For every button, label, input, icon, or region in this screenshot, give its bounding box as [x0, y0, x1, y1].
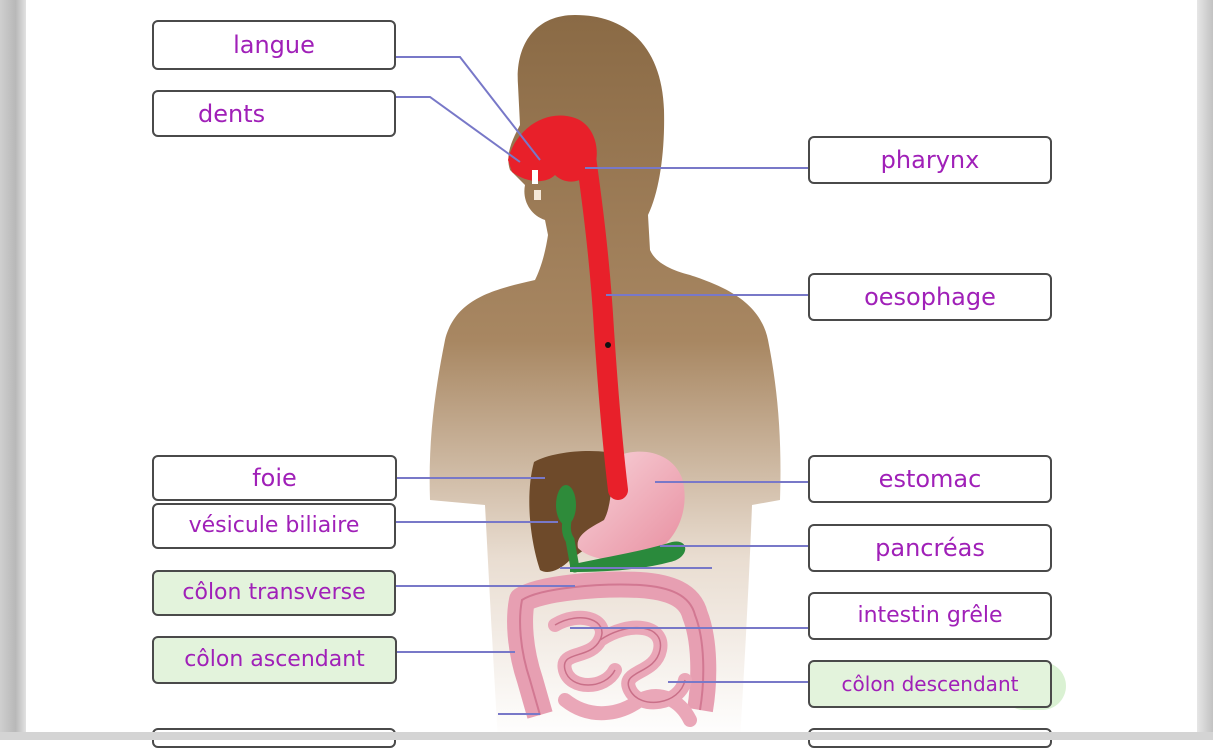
- label-colon-descendant: côlon descendant: [808, 660, 1052, 708]
- label-langue: langue: [152, 20, 396, 70]
- teeth: [532, 170, 538, 184]
- label-intestin-grele: intestin grêle: [808, 592, 1052, 640]
- label-intestin-grele-text: intestin grêle: [857, 605, 1002, 627]
- label-estomac: estomac: [808, 455, 1052, 503]
- label-pharynx-text: pharynx: [881, 148, 980, 172]
- label-foie: foie: [152, 455, 397, 501]
- label-colon-descendant-text: côlon descendant: [842, 674, 1019, 694]
- label-oesophage: oesophage: [808, 273, 1052, 321]
- label-pancreas: pancréas: [808, 524, 1052, 572]
- teeth-lower: [534, 190, 541, 200]
- label-langue-text: langue: [233, 33, 315, 57]
- label-vesicule-biliaire-text: vésicule biliaire: [189, 515, 360, 537]
- label-colon-transverse-text: côlon transverse: [182, 582, 365, 604]
- label-colon-ascendant-text: côlon ascendant: [184, 649, 365, 671]
- label-colon-ascendant: côlon ascendant: [152, 636, 397, 684]
- label-oesophage-text: oesophage: [864, 285, 996, 309]
- gallbladder-sac: [556, 485, 576, 525]
- label-colon-transverse: côlon transverse: [152, 570, 396, 616]
- label-pharynx: pharynx: [808, 136, 1052, 184]
- oesophagus-marker: [605, 342, 611, 348]
- label-foie-text: foie: [252, 466, 297, 490]
- label-estomac-text: estomac: [879, 467, 982, 491]
- label-dents: dents: [152, 90, 396, 137]
- label-pancreas-text: pancréas: [875, 536, 985, 560]
- label-vesicule-biliaire: vésicule biliaire: [152, 503, 396, 549]
- window-bottom-border: [0, 732, 1213, 740]
- label-dents-text: dents: [198, 102, 265, 126]
